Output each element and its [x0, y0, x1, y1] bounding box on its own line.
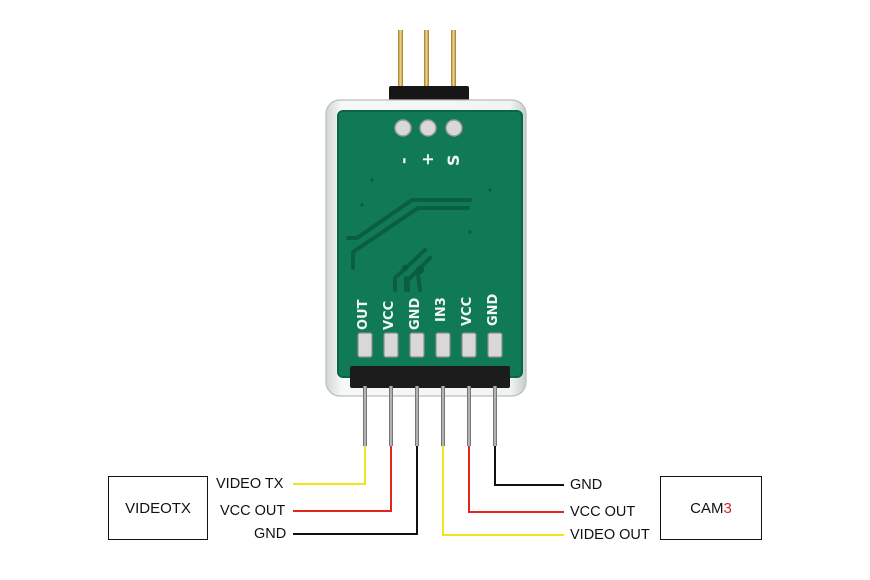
pad-label-out: OUT [356, 299, 371, 330]
pad-label-gnd-1: GND [408, 297, 423, 330]
wire-label-gnd-right: GND [570, 477, 603, 493]
bottom-pad [383, 332, 399, 358]
wire-gnd-left [293, 446, 418, 535]
videotx-box: VIDEOTX [108, 476, 208, 540]
wire-label-video-tx: VIDEO TX [216, 476, 284, 492]
pad-label-vcc-2: VCC [460, 296, 475, 326]
top-pin-label-plus: + [418, 152, 437, 166]
bottom-pin [363, 386, 367, 446]
top-pad [394, 119, 412, 137]
bottom-pin [415, 386, 419, 446]
bottom-pin [493, 386, 497, 446]
videotx-label: VIDEOTX [125, 499, 191, 517]
top-pin-label-signal: S [444, 154, 463, 166]
bottom-pad [435, 332, 451, 358]
top-pin [398, 30, 403, 92]
pad-label-gnd-2: GND [486, 293, 501, 326]
bottom-pin [441, 386, 445, 446]
cam-label-prefix: CAM [690, 499, 724, 517]
pad-label-in3: IN3 [434, 297, 449, 322]
wire-video-out [442, 446, 564, 536]
wire-vcc-out-right [468, 446, 564, 513]
wire-label-gnd-left: GND [254, 526, 287, 542]
cam-label: CAM3 [690, 500, 732, 517]
bottom-pad [357, 332, 373, 358]
top-pad [445, 119, 463, 137]
pcb-board [338, 111, 522, 377]
top-pin [424, 30, 429, 92]
bottom-solder-pads [357, 332, 503, 358]
wire-label-vcc-out-right: VCC OUT [570, 504, 636, 520]
top-pin [451, 30, 456, 92]
pcb-vias [360, 178, 492, 274]
wire-label-video-out: VIDEO OUT [570, 527, 650, 543]
pcb-traces [346, 198, 472, 292]
top-header-pins [389, 30, 469, 108]
top-pad [419, 119, 437, 137]
wire-vcc-out-left [293, 446, 392, 512]
bottom-header [350, 366, 510, 446]
pad-label-vcc-1: VCC [382, 300, 397, 330]
cam-label-number: 3 [723, 499, 732, 517]
top-pin-label-minus: - [394, 157, 413, 164]
bottom-pad [461, 332, 477, 358]
wires [293, 446, 564, 536]
cam-box: CAM3 [660, 476, 762, 540]
bottom-pin [467, 386, 471, 446]
top-solder-pads [394, 119, 463, 137]
wire-video-tx [293, 446, 366, 485]
wire-label-vcc-out-left: VCC OUT [220, 503, 286, 519]
bottom-pin [389, 386, 393, 446]
wire-gnd-right [494, 446, 564, 486]
bottom-pad [409, 332, 425, 358]
bottom-header-housing [350, 366, 510, 388]
bottom-pad [487, 332, 503, 358]
